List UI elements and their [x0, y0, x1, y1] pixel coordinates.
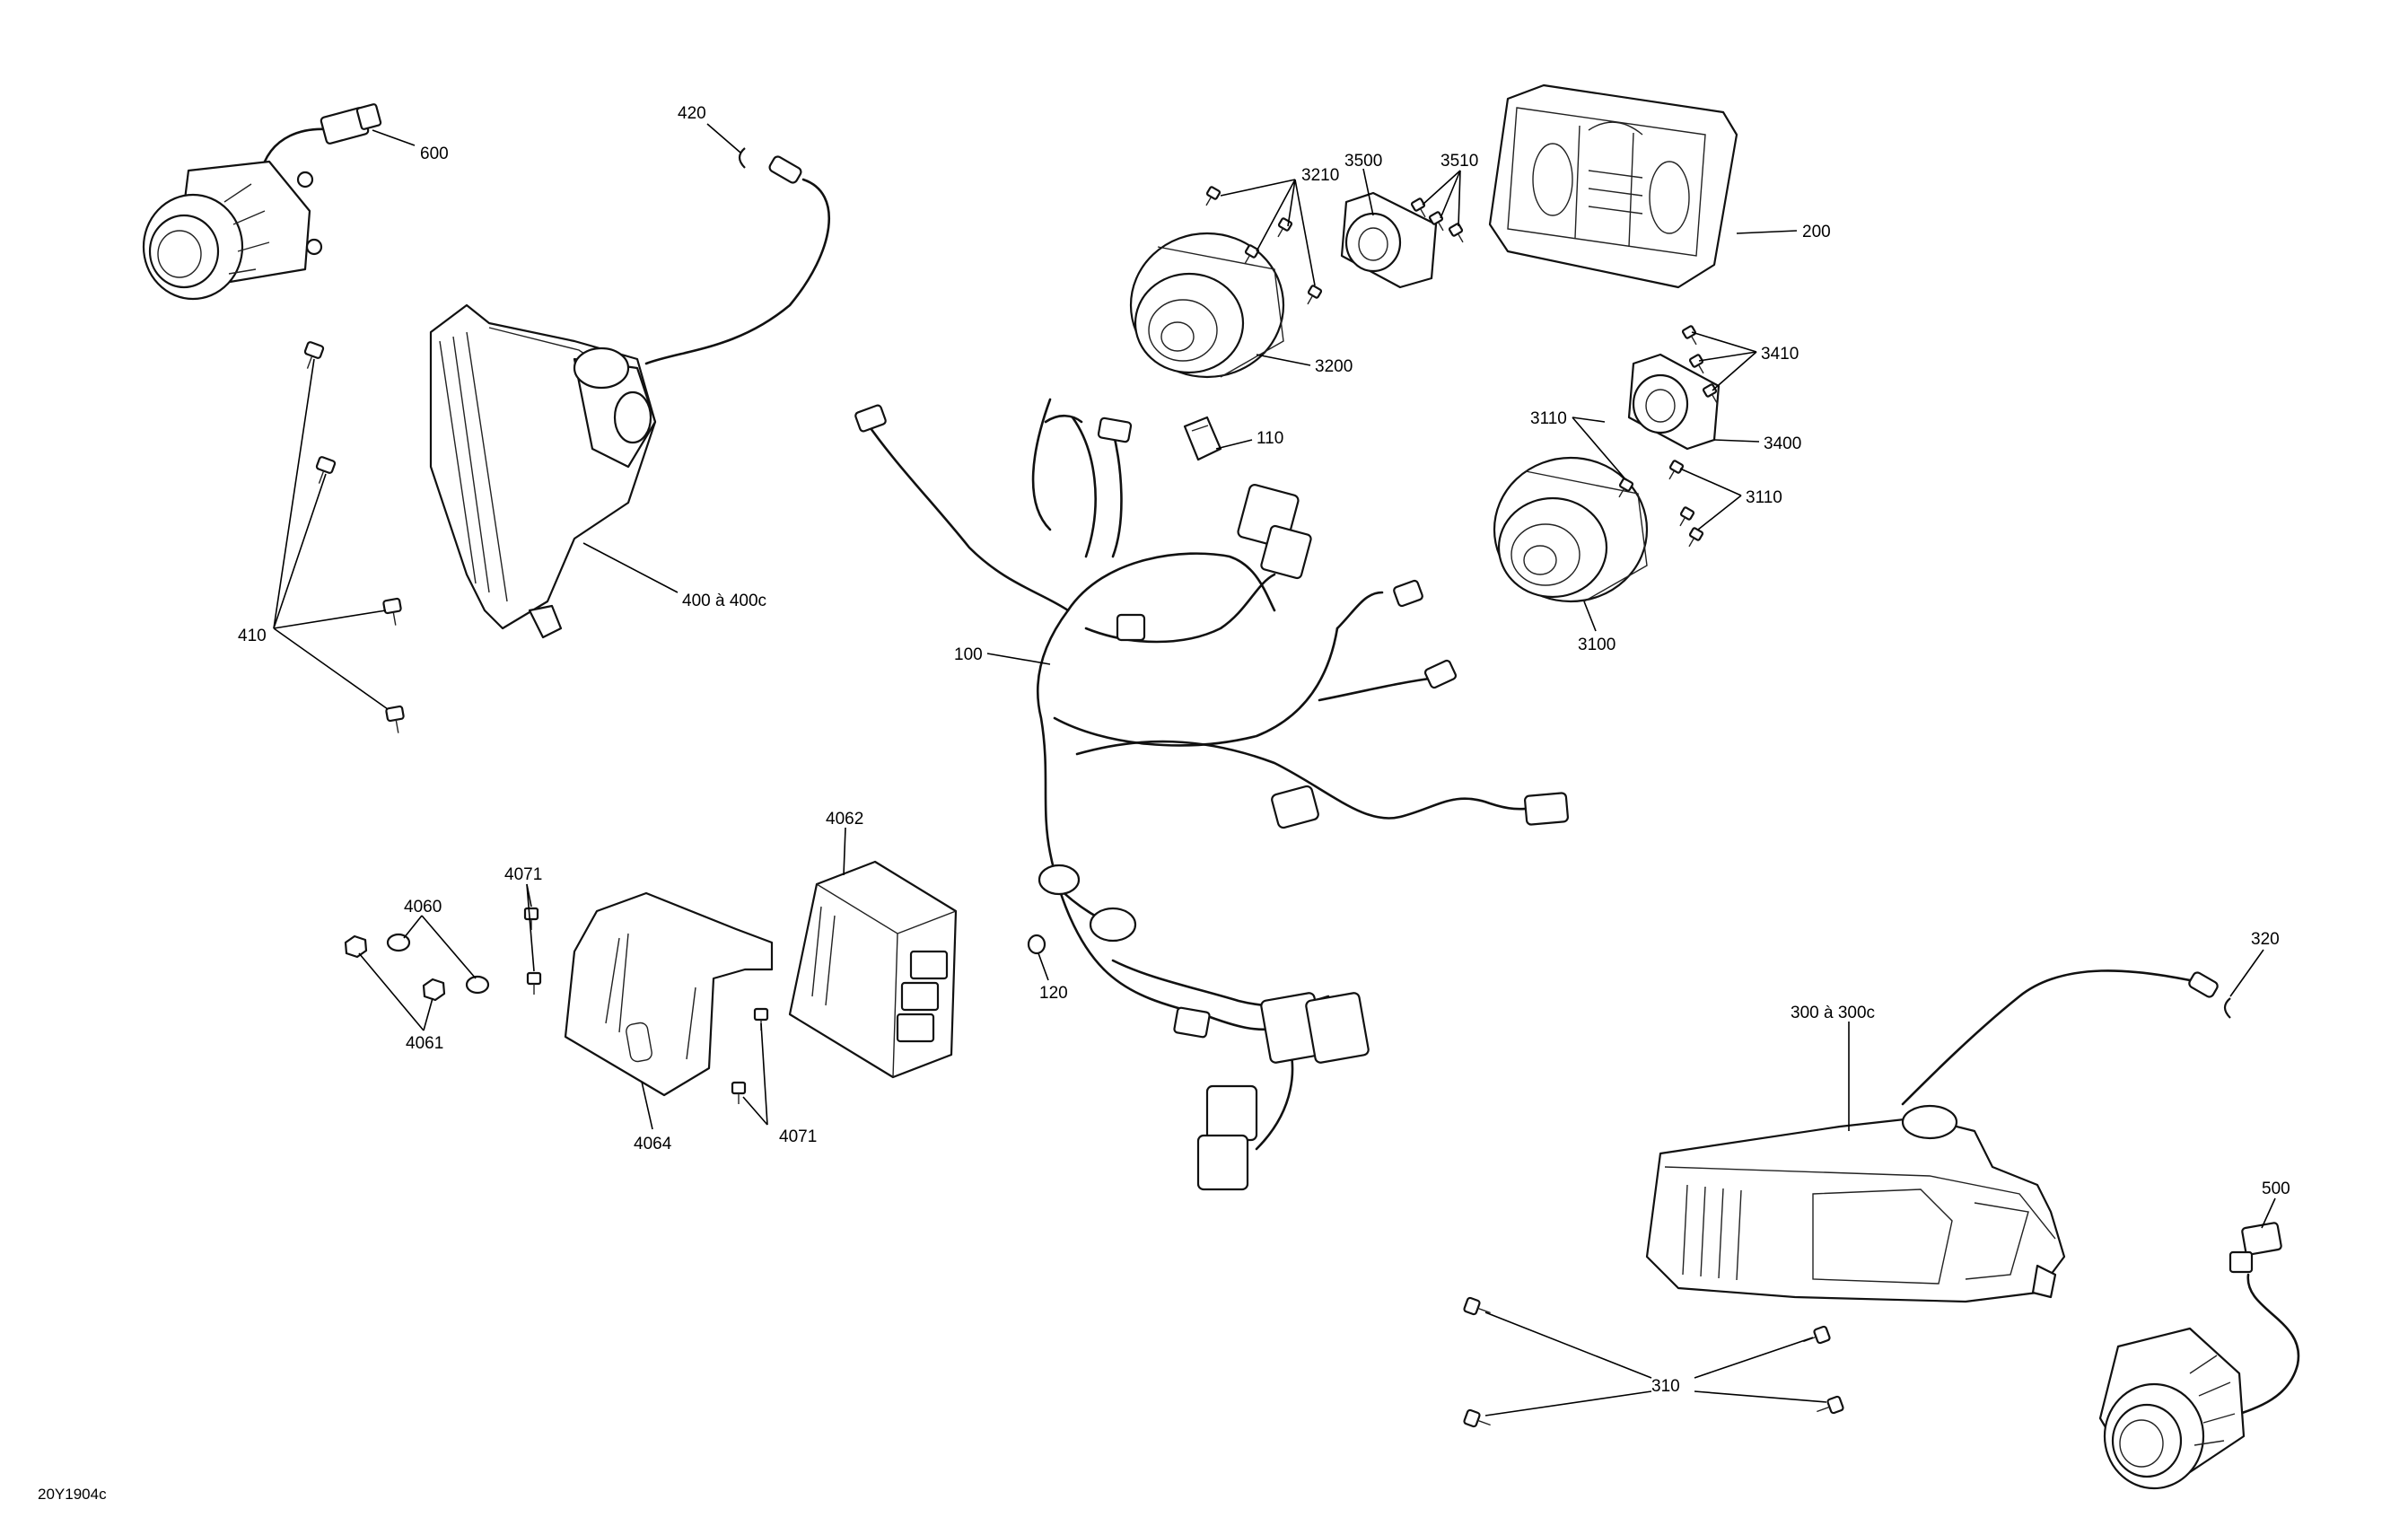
- label-500: 500: [2262, 1180, 2290, 1198]
- label-200: 200: [1802, 223, 1831, 241]
- bracket-4064: [564, 891, 774, 1097]
- clip-420: [738, 147, 802, 184]
- label-4061: 4061: [406, 1034, 443, 1053]
- screws-410: [303, 341, 405, 733]
- label-410: 410: [238, 627, 267, 645]
- cluster-200: [1488, 83, 1738, 289]
- label-400: 400 à 400c: [682, 592, 766, 610]
- label-420: 420: [678, 104, 706, 123]
- label-4060: 4060: [404, 898, 442, 916]
- headlight-400-wire: [644, 178, 831, 365]
- label-4071-top: 4071: [504, 865, 542, 884]
- screws-3210: [1205, 186, 1323, 305]
- label-3410: 3410: [1761, 345, 1799, 364]
- tweeter-3400: [1627, 353, 1721, 451]
- label-3100: 3100: [1578, 636, 1616, 654]
- label-3110-bottom: 3110: [1746, 488, 1782, 507]
- wiring-harness-100: [854, 398, 1569, 1191]
- label-120: 120: [1039, 984, 1068, 1003]
- label-3110-top: 3110: [1530, 409, 1567, 428]
- speaker-3100: [1493, 456, 1649, 603]
- screws-3510: [1410, 197, 1464, 243]
- fog-lamp-500: [2098, 1222, 2300, 1490]
- part-labels: 600 420 3210 3500 3510 200 3200 3410 311…: [38, 104, 2290, 1503]
- label-600: 600: [420, 145, 449, 163]
- washers-4060: [386, 933, 490, 995]
- clip-110: [1183, 416, 1222, 461]
- label-110: 110: [1257, 429, 1283, 448]
- screws-4071: [523, 907, 769, 1104]
- clip-320: [2188, 971, 2231, 1019]
- headlight-300: [1645, 1104, 2066, 1303]
- label-300: 300 à 300c: [1791, 1004, 1875, 1022]
- nuts-4061: [344, 934, 446, 1002]
- label-3210: 3210: [1301, 166, 1339, 185]
- tweeter-3500: [1340, 191, 1438, 289]
- headlight-300-wire: [1901, 969, 2192, 1106]
- label-4062: 4062: [826, 810, 863, 829]
- headlight-400: [429, 303, 657, 639]
- label-100: 100: [954, 645, 983, 664]
- drawing-reference: 20Y1904c: [38, 1486, 107, 1503]
- label-4064: 4064: [634, 1135, 672, 1153]
- screws-3110: [1618, 460, 1704, 548]
- label-3200: 3200: [1315, 357, 1353, 376]
- label-3510: 3510: [1440, 152, 1478, 171]
- module-4062: [788, 860, 958, 1079]
- fog-lamp-600: [142, 103, 382, 301]
- screws-3410: [1681, 325, 1718, 404]
- speaker-3200: [1129, 232, 1285, 379]
- screws-310: [1463, 1296, 1844, 1428]
- label-3400: 3400: [1764, 434, 1801, 453]
- leader-lines: [273, 123, 2276, 1416]
- label-320: 320: [2251, 930, 2280, 949]
- label-3500: 3500: [1344, 152, 1382, 171]
- label-4071-bottom: 4071: [779, 1127, 817, 1146]
- label-310: 310: [1651, 1377, 1680, 1396]
- clip-120: [1027, 934, 1046, 955]
